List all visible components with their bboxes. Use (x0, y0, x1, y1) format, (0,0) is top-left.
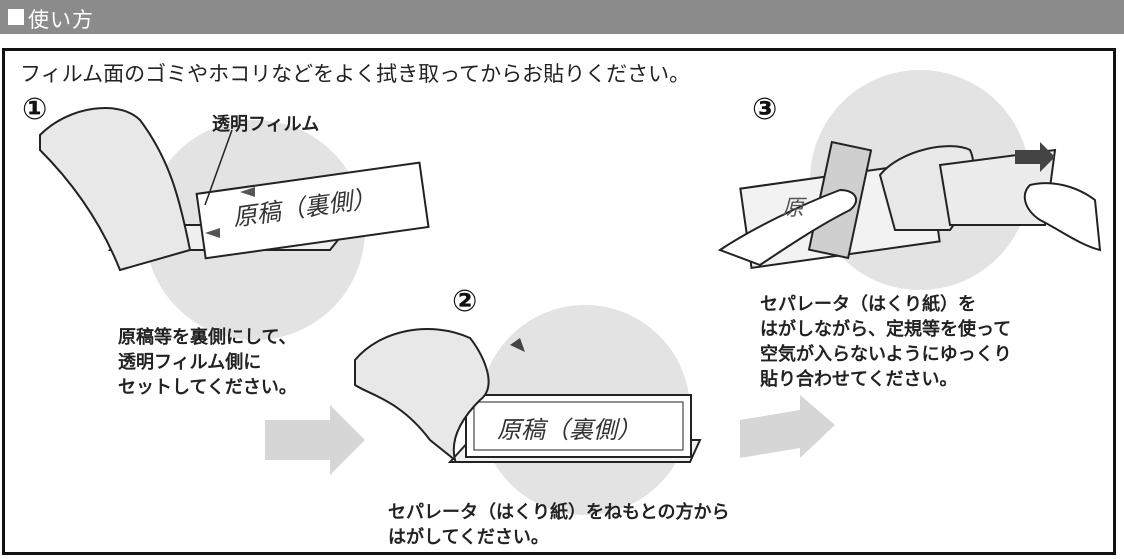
step3-illustration (717, 140, 1102, 269)
step3-line-3: 空気が入らないようにゆっくり (760, 344, 1012, 365)
step1-line-3: セットしてください。 (118, 377, 297, 398)
step2-description: セパレータ（はくり紙）をねもとの方から はがしてください。 (388, 500, 729, 550)
step1-description: 原稿等を裏側にして、 透明フィルム側に セットしてください。 (118, 325, 297, 400)
step1-illustration (39, 107, 430, 272)
step3-line-2: はがしながら、定規等を使って (760, 319, 1012, 340)
section-title: 使い方 (28, 8, 94, 32)
step2-illustration (354, 328, 702, 463)
step3-doc-label: 原 (782, 196, 805, 221)
step2-doc-label: 原稿（裏側） (497, 416, 641, 444)
left-hand (717, 188, 858, 267)
step1-film-label: 透明フィルム (212, 114, 320, 135)
instructions-frame (2, 48, 1116, 555)
step2-line-1: セパレータ（はくり紙）をねもとの方から (388, 502, 730, 523)
step1-line-2: 透明フィルム側に (118, 352, 262, 373)
right-arrow-icon (1015, 142, 1055, 172)
section-header: 使い方 (0, 0, 1124, 34)
step2-number: ② (452, 284, 478, 319)
step1-line-1: 原稿等を裏側にして、 (118, 327, 297, 348)
step2-line-2: はがしてください。 (388, 527, 549, 548)
intro-text: フィルム面のゴミやホコリなどをよく拭き取ってからお貼りください。 (20, 62, 691, 86)
step3-line-4: 貼り合わせてください。 (760, 369, 958, 390)
step3-line-1: セパレータ（はくり紙）を (760, 294, 976, 315)
step3-number: ③ (752, 92, 778, 127)
right-hand (1023, 182, 1102, 252)
step1-number: ① (22, 92, 48, 127)
flow-arrow-1 (265, 405, 365, 475)
step3-description: セパレータ（はくり紙）を はがしながら、定規等を使って 空気が入らないようにゆっ… (760, 292, 1012, 392)
flow-arrow-2 (740, 395, 835, 458)
square-bullet-icon (8, 9, 24, 25)
